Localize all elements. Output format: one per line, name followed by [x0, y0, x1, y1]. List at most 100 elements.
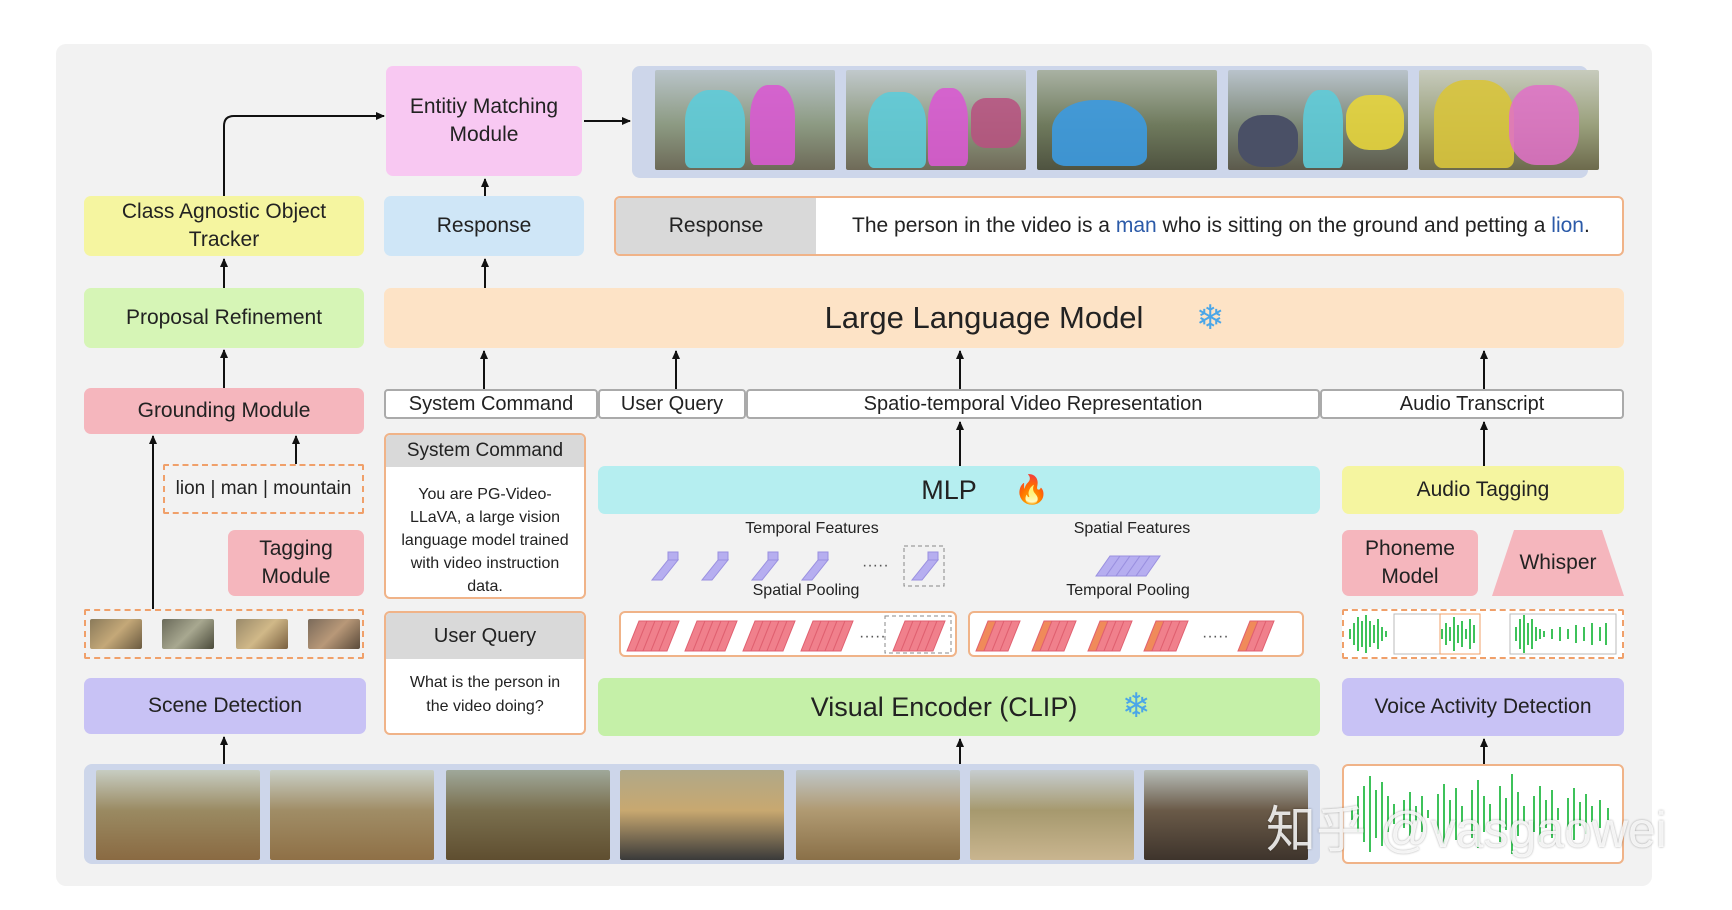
llm-box: Large Language Model ❄ — [384, 288, 1624, 348]
segmentation-frame-4 — [1228, 70, 1408, 170]
temporal-token-1 — [650, 551, 680, 581]
proposal-refinement-label: Proposal Refinement — [125, 306, 323, 329]
temporal-token-5 — [910, 551, 940, 581]
response-text: The person in the video is a man who is … — [852, 212, 1622, 240]
pink-feature-tokens: ····· — [626, 615, 952, 654]
response-text-before: The person in the video is a — [852, 214, 1116, 237]
visual-encoder-label: Visual Encoder (CLIP) — [810, 692, 1078, 722]
scene-thumb-4 — [308, 619, 360, 649]
phoneme-model-box: Phoneme Model — [1342, 530, 1478, 596]
waveform-segments — [1349, 613, 1617, 655]
temporal-features-label: Temporal Features — [745, 520, 879, 537]
tags-label: lion | man | mountain — [175, 478, 352, 499]
visual-encoder-box: Visual Encoder (CLIP) ❄ — [598, 678, 1320, 736]
grounding-module-box: Grounding Module — [84, 388, 364, 434]
scene-thumb-3 — [236, 619, 288, 649]
tagging-module-box: Tagging Module — [228, 530, 364, 596]
system-command-card: System Command You are PG-Video-LLaVA, a… — [384, 433, 586, 599]
temporal-token-dashed-box — [903, 545, 945, 587]
audio-tagging-label: Audio Tagging — [1416, 478, 1550, 501]
scene-thumb-1 — [90, 619, 142, 649]
llm-label: Large Language Model — [824, 300, 1144, 335]
vad-box: Voice Activity Detection — [1342, 678, 1624, 736]
vad-label: Voice Activity Detection — [1374, 695, 1592, 718]
input-user-query-label: User Query — [620, 393, 724, 415]
segmentation-frame-5 — [1419, 70, 1599, 170]
grounding-module-label: Grounding Module — [137, 399, 311, 422]
video-frame-5 — [796, 770, 960, 860]
temporal-token-2 — [700, 551, 730, 581]
temporal-pooling-label: Temporal Pooling — [1066, 582, 1190, 599]
video-frame-4 — [620, 770, 784, 860]
spatial-feature-tokens — [1095, 555, 1161, 577]
response-bar-label-box: Response — [616, 198, 816, 254]
input-stvr: Spatio-temporal Video Representation — [746, 389, 1320, 419]
encoder-snowflake-icon: ❄ — [1122, 687, 1151, 725]
snowflake-icon: ❄ — [1196, 299, 1225, 337]
orange-ellipsis: ····· — [1202, 628, 1229, 645]
temporal-pooling-feature-box: ····· — [968, 611, 1304, 657]
response-highlight-lion: lion — [1551, 214, 1584, 237]
temporal-token-3 — [750, 551, 780, 581]
response-text-after: . — [1584, 214, 1590, 237]
temporal-feature-tokens: ····· — [650, 545, 945, 587]
audio-waveform-box — [1342, 764, 1624, 864]
segmentation-frame-1 — [655, 70, 835, 170]
audio-tagging-box: Audio Tagging — [1342, 466, 1624, 514]
response-highlight-man: man — [1115, 214, 1157, 237]
scene-detection-box: Scene Detection — [84, 678, 366, 734]
video-frame-1 — [96, 770, 260, 860]
tagging-module-label: Tagging Module — [259, 537, 333, 588]
video-frame-3 — [446, 770, 610, 860]
object-tracker-box: Class Agnostic Object Tracker — [84, 196, 364, 256]
system-command-card-title: System Command — [406, 440, 564, 461]
entity-matching-box: Entitiy Matching Module — [386, 66, 582, 176]
user-query-card-title: User Query — [433, 625, 537, 647]
video-frame-2 — [270, 770, 434, 860]
scene-thumb-2 — [162, 619, 214, 649]
waveform-segments-box — [1342, 609, 1624, 659]
input-audio-transcript-label: Audio Transcript — [1399, 393, 1545, 415]
scene-detection-label: Scene Detection — [147, 694, 303, 717]
tags-box: lion | man | mountain — [163, 464, 364, 514]
pink-dashed-box — [884, 615, 952, 654]
orange-feature-tokens: ····· — [975, 620, 1275, 652]
whisper-shape — [1492, 530, 1624, 596]
video-frame-6 — [970, 770, 1134, 860]
input-stvr-label: Spatio-temporal Video Representation — [863, 393, 1203, 415]
mlp-label: MLP — [921, 475, 977, 505]
audio-waveform — [1351, 774, 1609, 854]
segmentation-frame-2 — [846, 70, 1026, 170]
entity-matching-label: Entitiy Matching Module — [409, 95, 559, 146]
input-system-command: System Command — [384, 389, 598, 419]
fire-icon: 🔥 — [1014, 474, 1049, 505]
input-system-command-label: System Command — [408, 393, 574, 415]
segmentation-frame-3 — [1037, 70, 1217, 170]
object-tracker-label: Class Agnostic Object Tracker — [121, 200, 327, 251]
phoneme-model-label: Phoneme Model — [1365, 537, 1455, 588]
watermark: 知乎 @vasgaowei — [1266, 802, 1667, 858]
spatial-pooling-feature-box: ····· — [619, 611, 957, 657]
whisper-label: Whisper — [1519, 551, 1597, 574]
temporal-ellipsis: ····· — [862, 557, 889, 574]
mlp-box: MLP 🔥 — [598, 466, 1320, 514]
system-command-card-body: You are PG-Video-LLaVA, a large vision l… — [401, 486, 569, 595]
response-bar-label: Response — [668, 214, 764, 237]
input-user-query: User Query — [598, 389, 746, 419]
whisper-box: Whisper — [1492, 530, 1624, 596]
system-command-card-header: System Command — [386, 435, 584, 467]
video-frame-7 — [1144, 770, 1308, 860]
user-query-card-header: User Query — [386, 613, 584, 659]
scene-thumbnails-box — [84, 609, 364, 659]
temporal-token-4 — [800, 551, 830, 581]
response-bar: Response The person in the video is a ma… — [614, 196, 1624, 256]
spatial-features-label: Spatial Features — [1073, 520, 1191, 537]
proposal-refinement-box: Proposal Refinement — [84, 288, 364, 348]
response-text-middle: who is sitting on the ground and petting… — [1156, 214, 1552, 237]
response-label: Response — [436, 214, 532, 237]
spatial-pooling-label: Spatial Pooling — [752, 582, 860, 599]
user-query-card-body: What is the person in the video doing? — [409, 674, 561, 715]
pink-ellipsis: ····· — [859, 628, 886, 645]
user-query-card: User Query What is the person in the vid… — [384, 611, 586, 735]
input-audio-transcript: Audio Transcript — [1320, 389, 1624, 419]
